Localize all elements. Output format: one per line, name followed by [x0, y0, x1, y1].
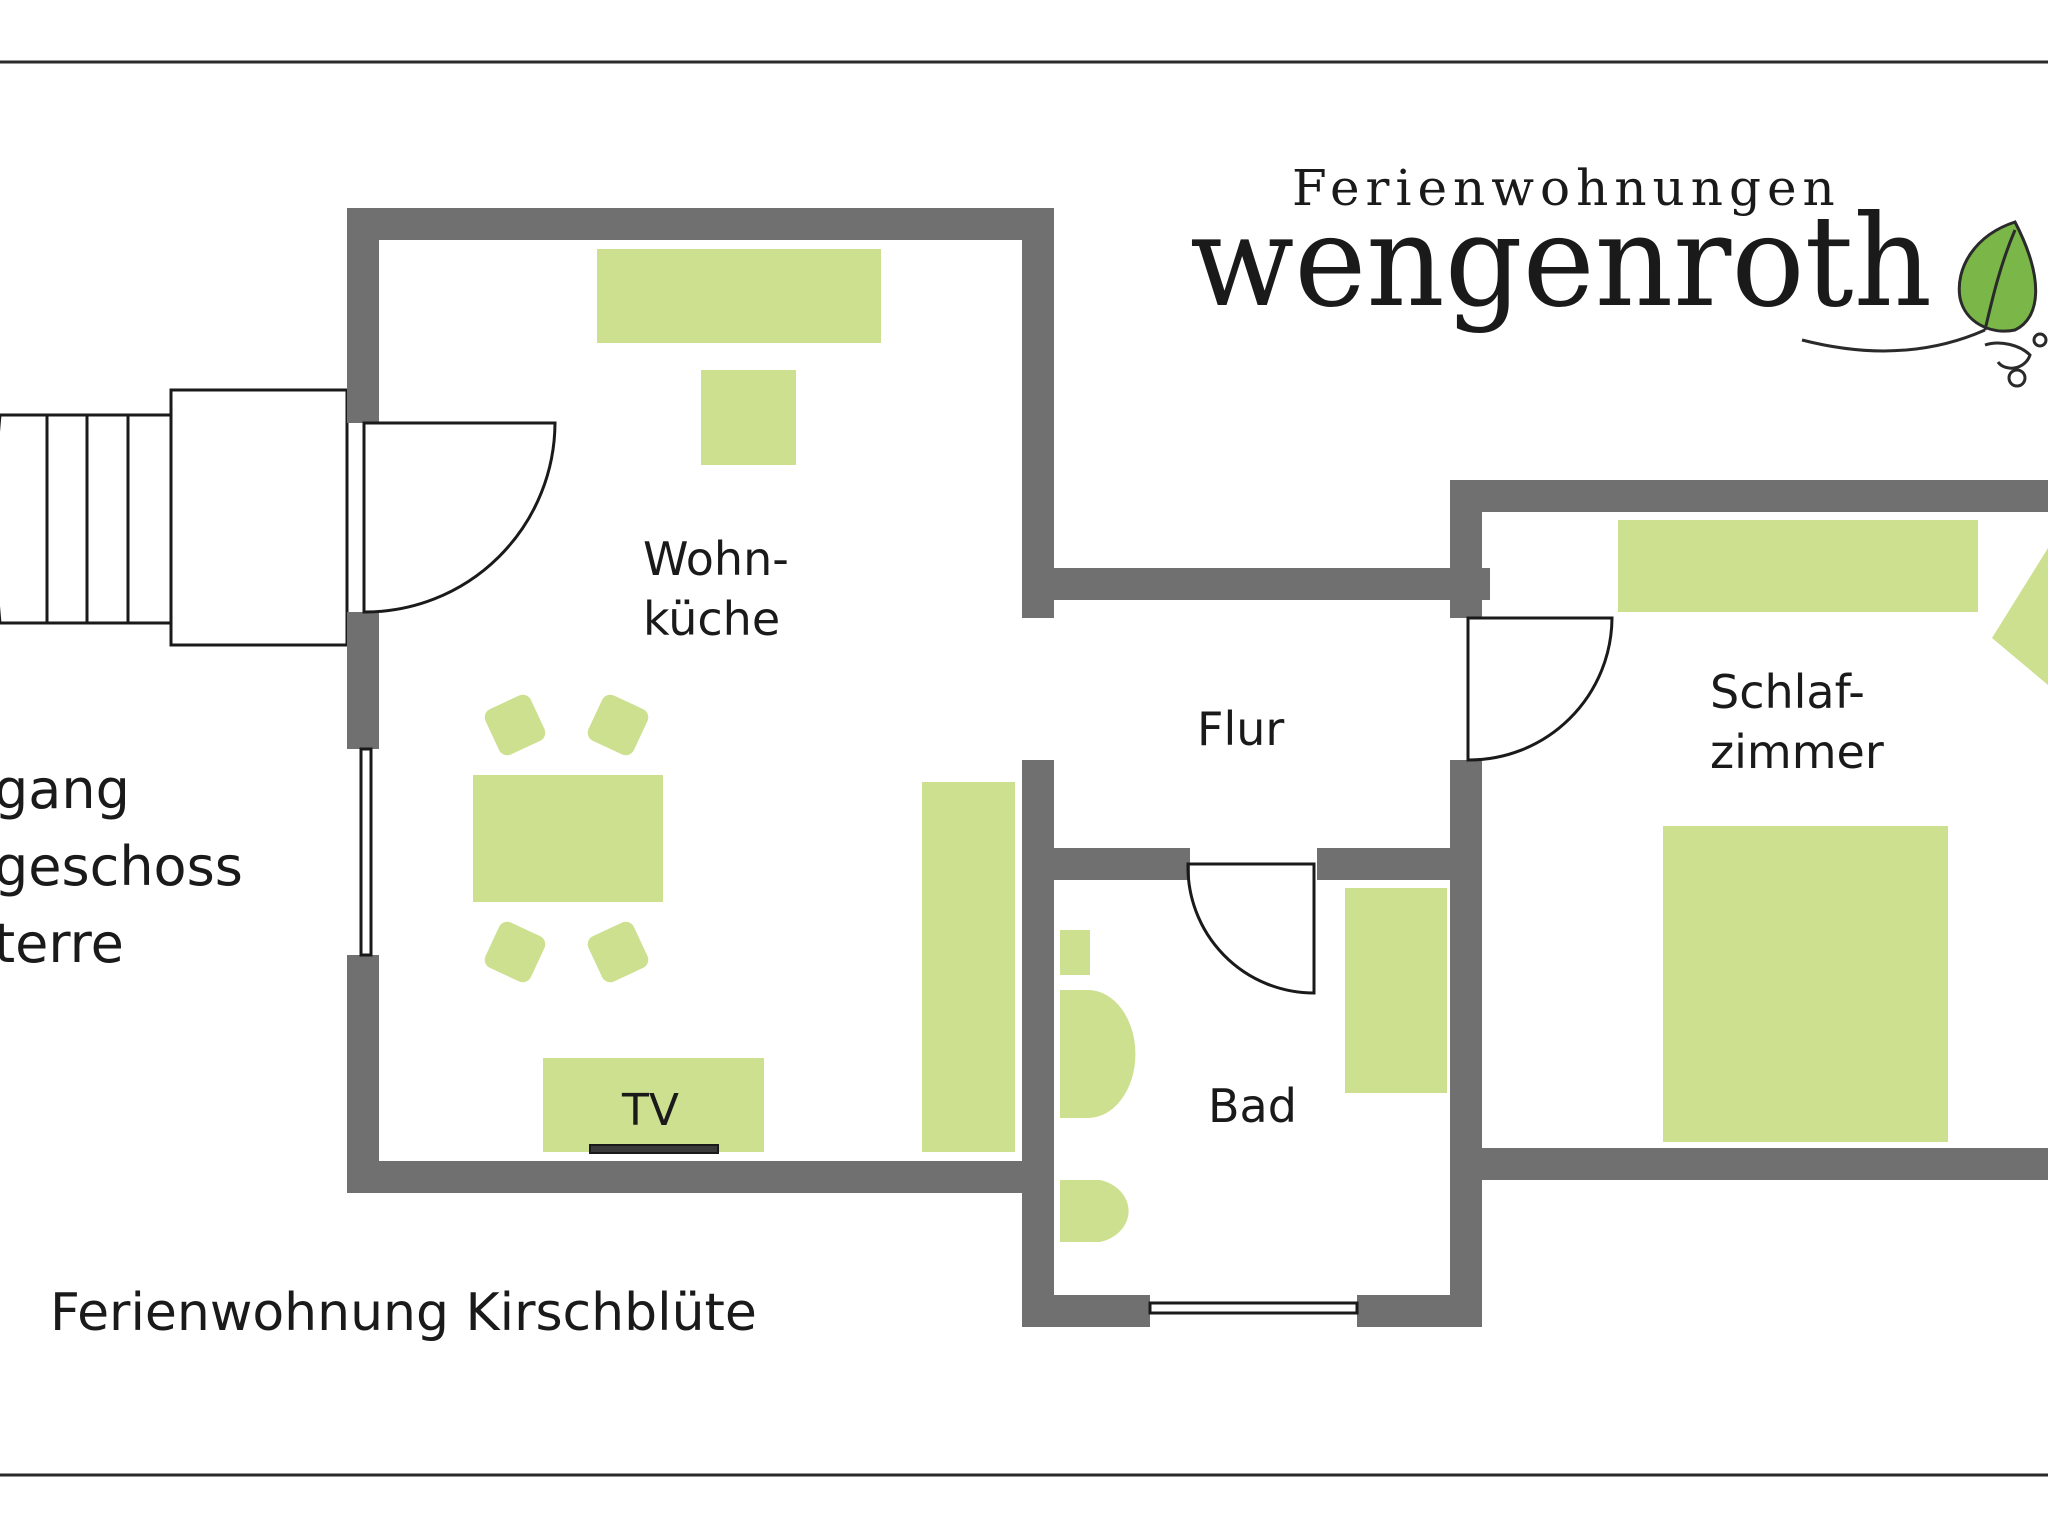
wall-wohnkueche-left-upper	[347, 208, 379, 423]
wall-wohnkueche-left-lower	[347, 955, 379, 1193]
wall-schlaf-top	[1450, 480, 2048, 512]
wall-wohnkueche-left-middle	[347, 612, 379, 749]
apartment-name: Ferienwohnung Kirschblüte	[50, 1283, 757, 1343]
wall-wohnkueche-right-upper	[1022, 208, 1054, 618]
furniture	[473, 249, 2048, 1242]
label-flur: Flur	[1197, 702, 1284, 756]
logo-title: wengenroth	[1190, 188, 1932, 335]
label-tv: TV	[621, 1085, 679, 1136]
bedroom-shelf	[1992, 548, 2048, 685]
kitchen-counter	[597, 249, 881, 343]
label-entrance-3: terre	[0, 912, 124, 975]
bed	[1663, 826, 1948, 1142]
wall-schlaf-left-upper	[1450, 480, 1482, 618]
label-wohnkueche-1: Wohn-	[643, 532, 789, 586]
window-bad	[1148, 1301, 1359, 1315]
wardrobe	[1618, 520, 1978, 612]
wall-wohnkueche-bottom	[347, 1161, 1054, 1193]
wall-wohnkueche-top	[347, 208, 1054, 240]
bath-washbasin	[1060, 990, 1136, 1118]
chair-bottom-right	[587, 921, 649, 983]
window-wohnkueche	[359, 747, 373, 957]
label-schlafzimmer-1: Schlaf-	[1710, 665, 1865, 719]
doors	[362, 421, 1614, 995]
chair-top-left	[484, 694, 546, 756]
entrance-stairs	[0, 388, 349, 647]
leaf-icon	[1801, 220, 2048, 388]
wall-bad-bottom-right	[1357, 1295, 1482, 1327]
tv-cabinet	[543, 1058, 764, 1152]
logo: Ferienwohnungen wengenroth	[1190, 159, 2048, 388]
door-bad	[1186, 862, 1316, 995]
label-entrance-1: gang	[0, 758, 130, 821]
label-entrance-2: geschoss	[0, 835, 243, 898]
wall-flur-top	[1022, 568, 1490, 600]
wall-bad-top-left	[1022, 848, 1190, 880]
walls	[347, 208, 2048, 1327]
bath-shower	[1345, 888, 1447, 1093]
bath-toilet	[1060, 1180, 1129, 1242]
wall-bad-bottom-left	[1022, 1295, 1150, 1327]
logo-subtitle: Ferienwohnungen	[1292, 159, 1841, 217]
door-entrance	[362, 421, 557, 614]
label-wohnkueche-2: küche	[643, 592, 780, 646]
sofa	[922, 782, 1015, 1152]
wall-schlaf-bottom	[1450, 1148, 2048, 1180]
wall-flur-left-lower	[1022, 760, 1054, 1327]
bath-sink-small	[1060, 930, 1090, 975]
door-schlafzimmer	[1466, 616, 1614, 762]
windows	[359, 747, 1359, 1315]
tv-screen	[589, 1144, 719, 1154]
chair-top-right	[587, 694, 649, 756]
dining-table	[473, 775, 663, 902]
chair-bottom-left	[484, 921, 546, 983]
kitchen-block	[701, 370, 796, 465]
label-schlafzimmer-2: zimmer	[1710, 725, 1884, 779]
wall-bad-right	[1450, 760, 1482, 1327]
label-bad: Bad	[1208, 1079, 1297, 1133]
